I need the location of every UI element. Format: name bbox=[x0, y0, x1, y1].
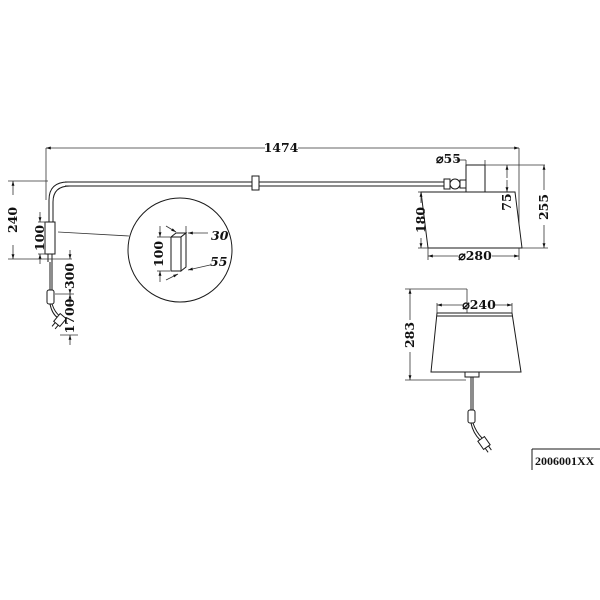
svg-text:75: 75 bbox=[499, 193, 514, 210]
inline-switch bbox=[46, 289, 55, 305]
socket-height-dimension: 75 bbox=[485, 164, 545, 211]
socket-diameter-dimension: ⌀55 bbox=[436, 151, 486, 166]
table-lamp-view bbox=[430, 312, 522, 453]
power-cable bbox=[46, 262, 67, 330]
cable-length-dimension: 1700 bbox=[60, 294, 78, 345]
alt-total-height-dimension: 283 bbox=[402, 288, 468, 381]
shade-height-dimension: 180 bbox=[413, 191, 428, 249]
alt-shade-diameter-dimension: ⌀240 bbox=[436, 297, 513, 313]
svg-text:240: 240 bbox=[5, 207, 20, 233]
overall-length-dimension: 1474 bbox=[45, 140, 520, 245]
plug-icon bbox=[51, 312, 67, 330]
bracket-height-dimension: 100 bbox=[32, 212, 47, 264]
svg-text:2006001XX: 2006001XX bbox=[535, 454, 595, 468]
shade-diameter-dimension: ⌀280 bbox=[427, 248, 520, 263]
svg-text:⌀55: ⌀55 bbox=[436, 151, 461, 166]
svg-text:1700: 1700 bbox=[62, 298, 77, 333]
svg-text:100: 100 bbox=[32, 225, 47, 251]
svg-text:300: 300 bbox=[62, 263, 77, 289]
detail-leader-line bbox=[57, 231, 130, 237]
svg-text:180: 180 bbox=[413, 207, 428, 233]
cable-switch-dimension: 300 bbox=[55, 250, 77, 295]
svg-text:283: 283 bbox=[402, 322, 417, 348]
plug-icon bbox=[477, 435, 492, 453]
svg-text:100: 100 bbox=[151, 241, 166, 267]
total-height-dimension: 255 bbox=[522, 165, 551, 249]
svg-text:55: 55 bbox=[210, 254, 227, 269]
product-code-label: 2006001XX bbox=[531, 448, 600, 470]
svg-text:255: 255 bbox=[536, 194, 551, 220]
svg-text:1474: 1474 bbox=[264, 140, 299, 155]
bracket-detail-view: 100 30 55 bbox=[127, 197, 233, 303]
wall-bracket bbox=[44, 221, 56, 262]
inline-switch bbox=[467, 409, 476, 424]
swing-arm bbox=[48, 175, 467, 222]
svg-text:30: 30 bbox=[211, 228, 229, 243]
svg-text:⌀240: ⌀240 bbox=[462, 297, 496, 312]
svg-text:⌀280: ⌀280 bbox=[458, 248, 492, 263]
